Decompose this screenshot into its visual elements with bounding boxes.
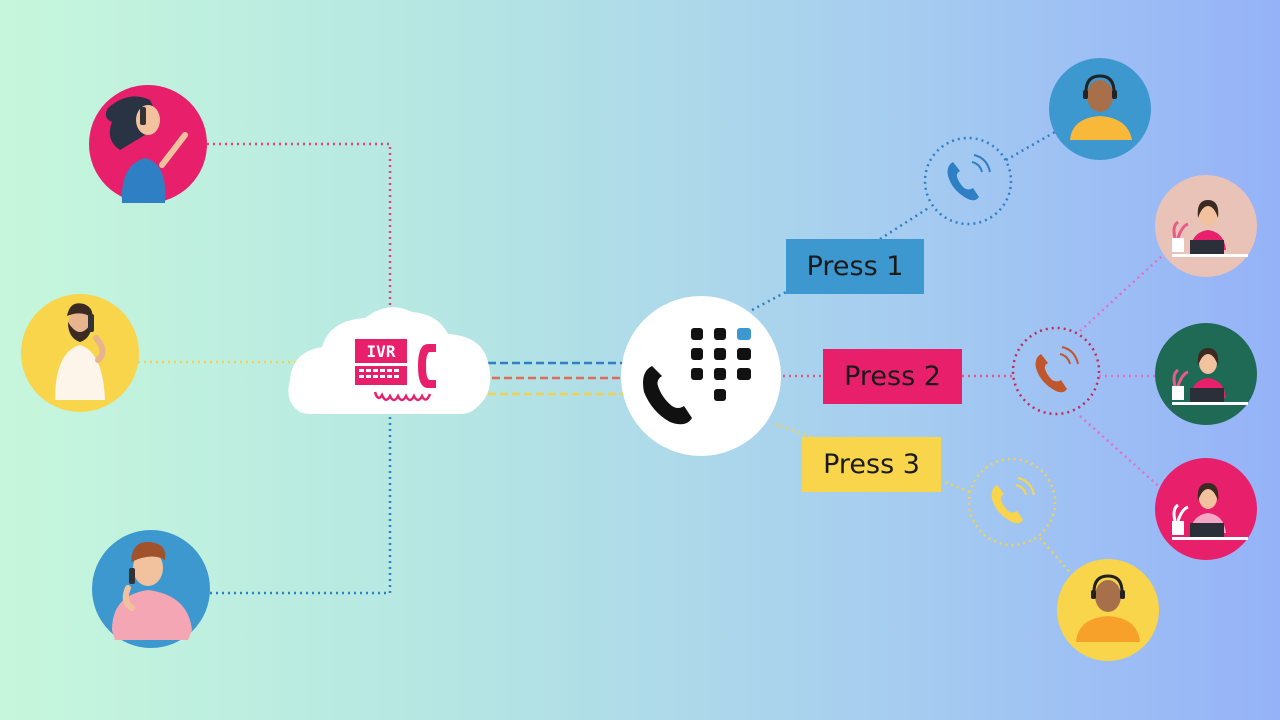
agent-woman-beige-icon xyxy=(1172,200,1248,257)
press-1-box xyxy=(786,239,924,294)
phone-1-agent-connector xyxy=(1005,130,1056,162)
caller-woman-icon xyxy=(105,96,188,203)
agent-man-yellow-icon xyxy=(1076,574,1140,642)
ivr-label: IVR xyxy=(367,342,396,361)
press-1-label: Press 1 xyxy=(806,251,904,282)
press-1-phone-connector xyxy=(879,205,931,241)
caller-woman xyxy=(89,85,207,203)
phone-ringing-icon xyxy=(947,154,991,201)
agent-woman-green-icon xyxy=(1172,348,1248,405)
press-3-phone-connector xyxy=(939,478,971,494)
phone-handset-icon xyxy=(643,366,692,425)
press-3-connector xyxy=(774,422,821,442)
connector-lines xyxy=(138,130,1164,595)
press-3-label: Press 3 xyxy=(823,449,920,480)
caller-bearded-man xyxy=(21,294,139,412)
agent-woman-pink-icon xyxy=(1172,483,1248,540)
caller-young-man xyxy=(92,530,210,648)
agent-woman-pink xyxy=(1155,458,1257,560)
phone-ringing-icon xyxy=(1035,346,1079,393)
phone-2-agent-4-connector xyxy=(1079,415,1164,491)
agent-man-blue-icon xyxy=(1070,74,1132,140)
press-2-box xyxy=(823,349,962,404)
agent-woman-green xyxy=(1155,323,1257,425)
keypad-node xyxy=(621,296,781,456)
phone-3-agent-connector xyxy=(1039,537,1073,576)
press-3-box xyxy=(802,437,941,492)
keypad-icon xyxy=(691,328,751,401)
ivr-cord xyxy=(373,391,432,402)
routing-phone-1 xyxy=(923,136,1013,226)
agent-man-blue xyxy=(1049,58,1151,160)
caller-1-connector xyxy=(207,142,392,310)
routing-phone-2 xyxy=(1011,326,1101,416)
phone-2-agent-2-connector xyxy=(1079,254,1164,332)
agent-woman-beige xyxy=(1155,175,1257,277)
agent-man-yellow xyxy=(1057,559,1159,661)
ivr-handset-icon xyxy=(418,344,436,388)
caller-3-connector xyxy=(210,415,392,595)
ivr-label-box xyxy=(355,339,407,363)
ivr-keyboard-icon xyxy=(355,366,407,385)
ivr-cloud: IVR xyxy=(288,307,491,414)
caller-bearded-man-icon xyxy=(55,303,106,400)
routing-phone-3 xyxy=(967,457,1057,547)
caller-young-man-icon xyxy=(112,541,192,640)
press-2-label: Press 2 xyxy=(844,361,941,392)
phone-ringing-icon xyxy=(991,477,1035,524)
press-1-connector xyxy=(751,290,787,312)
